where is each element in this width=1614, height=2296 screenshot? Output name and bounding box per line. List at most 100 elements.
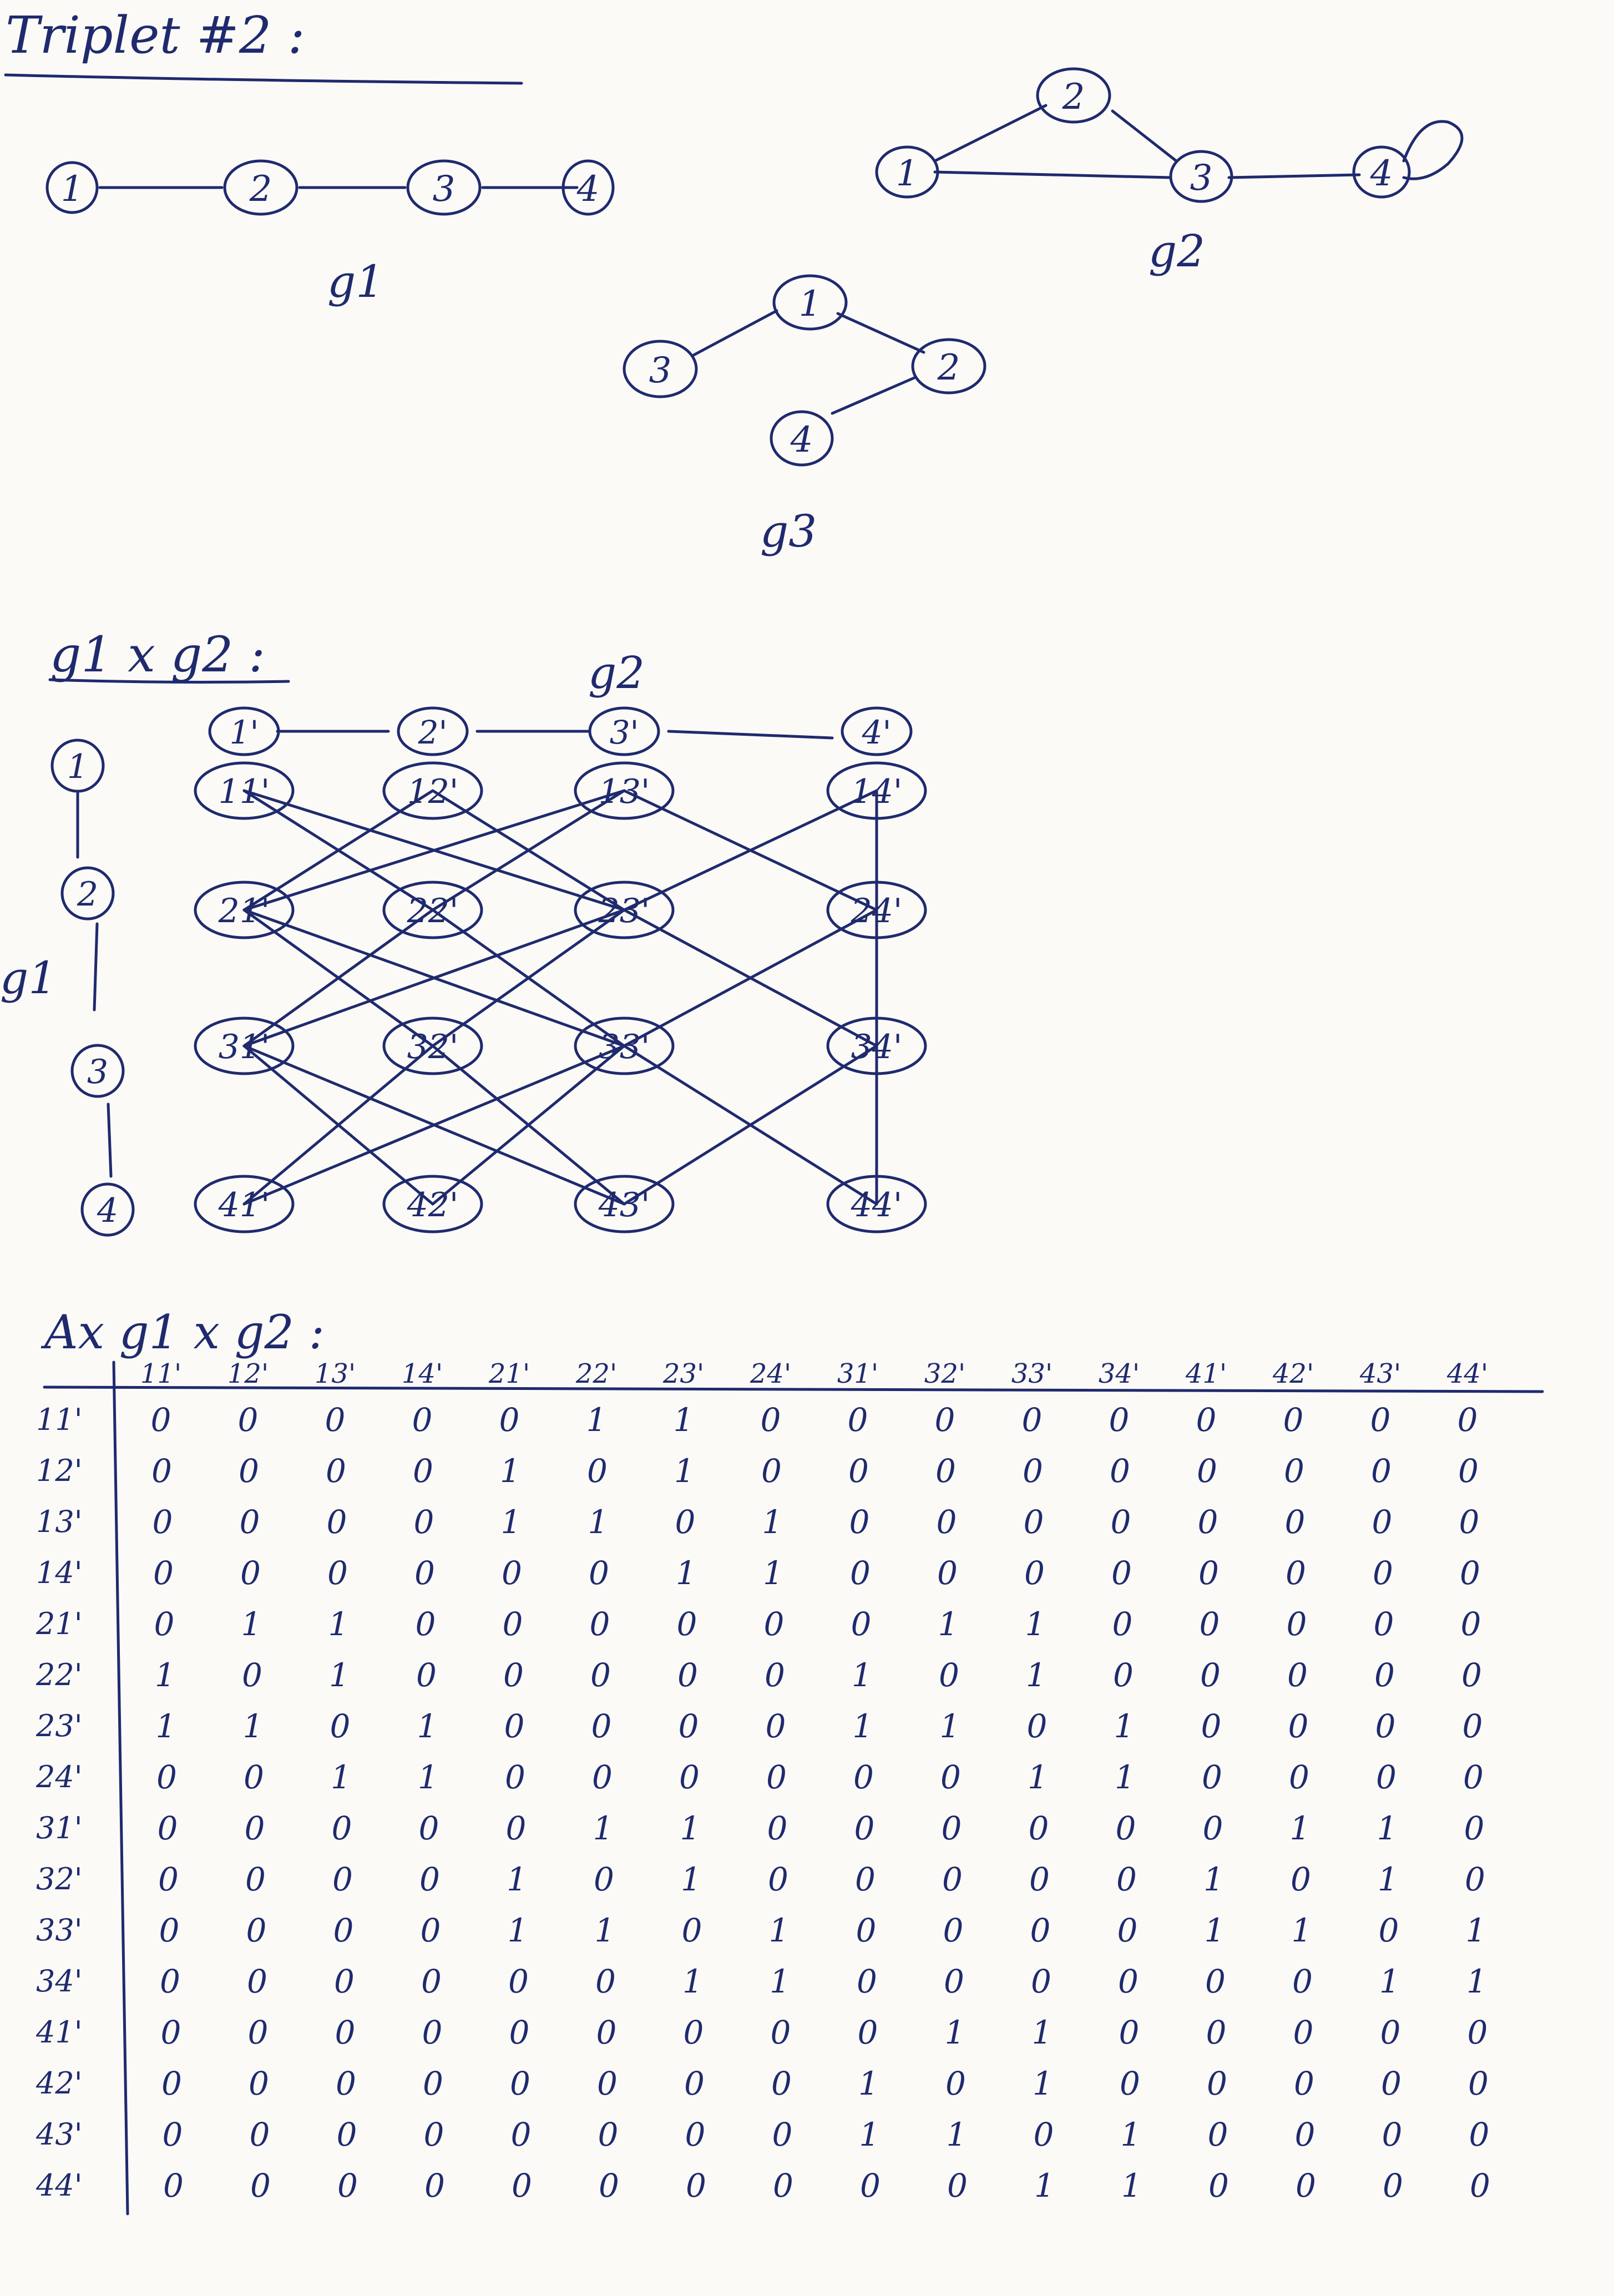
matrix-cell: 0 [422, 2014, 443, 2051]
matrix-cell: 0 [1116, 1809, 1136, 1847]
matrix-cell: 0 [682, 1911, 702, 1949]
matrix-cell: 0 [325, 1401, 346, 1439]
matrix-cell: 0 [857, 1963, 877, 2000]
svg-text:2': 2' [418, 714, 448, 751]
matrix-row-header: 12' [36, 1453, 83, 1488]
matrix-cell: 1 [1292, 1911, 1312, 1949]
matrix-cell: 0 [945, 2065, 966, 2102]
matrix-cell: 0 [332, 1860, 353, 1898]
svg-text:21': 21' [218, 892, 270, 930]
matrix-cell: 1 [770, 1963, 790, 2000]
matrix-cell: 0 [685, 2116, 706, 2153]
matrix-cell: 0 [771, 2014, 791, 2051]
matrix-cell: 1 [1032, 2014, 1053, 2051]
product-grid-node: 13' [574, 761, 675, 820]
matrix-cell: 0 [679, 1758, 700, 1796]
matrix-cell: 0 [334, 1963, 355, 2000]
matrix-cell: 0 [1295, 2116, 1316, 2153]
matrix-cell: 0 [238, 1401, 259, 1439]
matrix-column-header: 13' [315, 1358, 356, 1389]
matrix-cell: 1 [940, 1707, 960, 1745]
matrix-cell: 0 [1293, 2014, 1314, 2051]
matrix-cell: 0 [1286, 1554, 1306, 1592]
matrix-cell: 1 [676, 1554, 696, 1592]
matrix-cell: 0 [679, 1707, 699, 1745]
matrix-cell: 0 [416, 1656, 437, 1694]
product-grid-node: 21' [194, 881, 295, 939]
matrix-row-header: 22' [36, 1657, 83, 1692]
product-side-node: 2 [60, 866, 115, 921]
matrix-cell: 1 [947, 2116, 967, 2153]
product-edge [623, 1044, 878, 1206]
matrix-cell: 0 [419, 1809, 439, 1847]
matrix-row-header: 34' [36, 1964, 83, 1999]
matrix-cell: 0 [156, 1758, 177, 1796]
matrix-cell: 0 [675, 1503, 696, 1541]
product-side-axis-label: g1 [0, 952, 57, 1004]
matrix-column-header: 33' [1011, 1358, 1053, 1389]
matrix-cell: 0 [158, 1860, 179, 1898]
matrix-cell: 1 [507, 1860, 527, 1898]
matrix-cell: 0 [248, 2014, 269, 2051]
matrix-cell: 0 [503, 1605, 523, 1643]
matrix-cell: 0 [940, 1758, 961, 1796]
matrix-cell: 1 [674, 1452, 695, 1490]
matrix-cell: 1 [1378, 1860, 1398, 1898]
matrix-column-header: 23' [662, 1358, 704, 1389]
matrix-cell: 0 [761, 1401, 781, 1439]
matrix-cell: 0 [414, 1554, 435, 1592]
matrix-cell: 0 [240, 1503, 260, 1541]
matrix-cell: 1 [1115, 1758, 1135, 1796]
matrix-cell: 0 [773, 2167, 793, 2204]
product-grid-node: 24' [826, 881, 927, 939]
matrix-cell: 1 [682, 1963, 703, 2000]
matrix-cell: 0 [151, 1452, 172, 1490]
matrix-cell: 1 [1290, 1809, 1311, 1847]
matrix-cell: 0 [250, 2167, 271, 2204]
matrix-cell: 1 [945, 2014, 965, 2051]
matrix-cell: 0 [1206, 2014, 1227, 2051]
g1-label: g1 [327, 256, 384, 307]
matrix-cell: 1 [938, 1605, 959, 1643]
product-grid-node: 44' [826, 1175, 927, 1233]
matrix-cell: 0 [163, 2116, 183, 2153]
matrix-cell: 0 [1031, 1963, 1051, 2000]
matrix-cell: 0 [590, 1656, 611, 1694]
matrix-cell: 0 [1379, 1911, 1399, 1949]
matrix-cell: 0 [333, 1911, 354, 1949]
product-edge [242, 1044, 626, 1206]
matrix-row-header: 44' [36, 2168, 83, 2203]
svg-text:3: 3 [433, 169, 456, 210]
svg-text:4: 4 [576, 169, 600, 210]
matrix-cell: 0 [684, 2014, 704, 2051]
product-heading-underline [48, 678, 290, 684]
g2-node-4: 4 [1352, 145, 1411, 199]
matrix-cell: 0 [587, 1452, 608, 1490]
g3-node-4: 4 [770, 410, 834, 467]
g3-label: g3 [760, 505, 817, 557]
matrix-row-header: 13' [36, 1504, 83, 1539]
matrix-cell: 0 [1109, 1401, 1130, 1439]
matrix-row-header: 21' [36, 1606, 83, 1641]
svg-text:23': 23' [598, 892, 650, 930]
product-grid-node: 31' [194, 1016, 295, 1075]
svg-text:4: 4 [790, 419, 813, 461]
matrix-column-header: 42' [1272, 1358, 1314, 1389]
matrix-cell: 0 [595, 1963, 616, 2000]
product-grid-node: 14' [826, 761, 927, 820]
product-grid-node: 41' [194, 1175, 295, 1233]
matrix-cell: 0 [1202, 1758, 1222, 1796]
matrix-cell: 0 [1113, 1656, 1134, 1694]
matrix-cell: 0 [1198, 1503, 1218, 1541]
matrix-cell: 1 [418, 1758, 438, 1796]
matrix-cell: 1 [1121, 2167, 1142, 2204]
matrix-row-header: 24' [36, 1759, 83, 1794]
matrix-cell: 1 [243, 1707, 264, 1745]
matrix-cell: 1 [593, 1809, 614, 1847]
matrix-cell: 0 [1371, 1452, 1392, 1490]
svg-text:13': 13' [599, 772, 650, 811]
matrix-cell: 0 [337, 2167, 358, 2204]
matrix-cell: 0 [771, 2065, 792, 2102]
matrix-cell: 0 [599, 2167, 619, 2204]
matrix-cell: 1 [762, 1503, 783, 1541]
